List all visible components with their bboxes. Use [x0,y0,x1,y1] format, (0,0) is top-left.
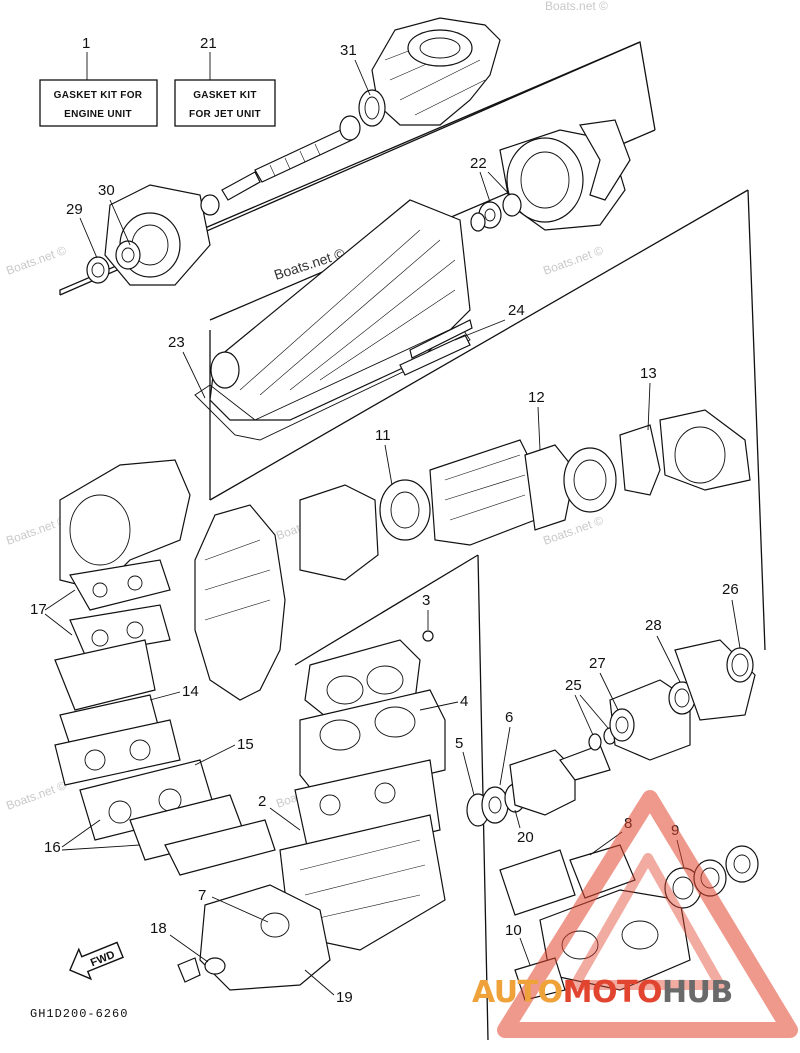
callout-19: 19 [336,989,353,1006]
callout-7: 7 [198,887,206,904]
callout-29: 29 [66,201,83,218]
logo-triangle-outer [497,790,798,1038]
callout-30: 30 [98,182,115,199]
watermark: Boats.net © [545,0,608,13]
callout-17: 17 [30,601,47,618]
callout-20: 20 [517,829,534,846]
intake-manifold-gaskets [54,559,276,876]
callout-27: 27 [589,655,606,672]
watermark: Boats.net © [4,513,68,548]
logo-word-auto: AUTO [472,975,563,1010]
forward-direction-arrow: FWD [69,941,124,981]
callout-22: 22 [470,155,487,172]
callout-13: 13 [640,365,657,382]
engine-block [177,630,446,991]
callout-2: 2 [258,793,266,810]
logo-triangle-inner [570,853,725,990]
callout-14: 14 [182,683,199,700]
callout-layer: 31 30 29 22 24 23 13 12 11 17 14 15 16 3… [30,42,741,1006]
callout-11: 11 [375,427,391,444]
callout-23: 23 [168,334,185,351]
automotohub-logo: AUTOMOTOHUB [472,790,798,1038]
kit-engine-line1: GASKET KIT FOR [54,90,143,101]
watermark: Boats.net © [541,243,605,278]
callout-1: 1 [82,35,90,52]
callout-15: 15 [237,736,254,753]
watermark: Boats.net © [4,778,68,813]
callout-28: 28 [645,617,662,634]
logo-word-hub: HUB [662,975,733,1010]
callout-4: 4 [460,693,468,710]
callout-12: 12 [528,389,545,406]
callout-21: 21 [200,35,217,52]
kit-jet-line1: GASKET KIT [193,90,257,101]
callout-16: 16 [44,839,61,856]
logo-word-moto: MOTO [563,975,662,1010]
coupler-and-pump-parts [466,639,759,1001]
kit-engine-line2: ENGINE UNIT [64,109,132,120]
callout-10: 10 [505,922,522,939]
callout-18: 18 [150,920,167,937]
intake-duct-assembly [194,199,473,441]
callout-26: 26 [722,581,739,598]
watermark: Boats.net © [4,243,68,278]
callout-31: 31 [340,42,357,59]
exhaust-assembly [59,409,751,701]
svg-text:AUTOMOTOHUB: AUTOMOTOHUB [472,975,733,1010]
callout-25: 25 [565,677,582,694]
kit-jet-line2: FOR JET UNIT [189,109,261,120]
callout-5: 5 [455,735,463,752]
jet-pump-assembly [86,17,631,286]
diagram-part-code: GH1D200-6260 [30,1007,128,1021]
callout-24: 24 [508,302,525,319]
callout-6: 6 [505,709,513,726]
callout-3: 3 [422,592,430,609]
gasket-kit-jet-label: 21 GASKET KIT FOR JET UNIT [174,35,276,127]
gasket-kit-engine-label: 1 GASKET KIT FOR ENGINE UNIT [39,35,158,127]
